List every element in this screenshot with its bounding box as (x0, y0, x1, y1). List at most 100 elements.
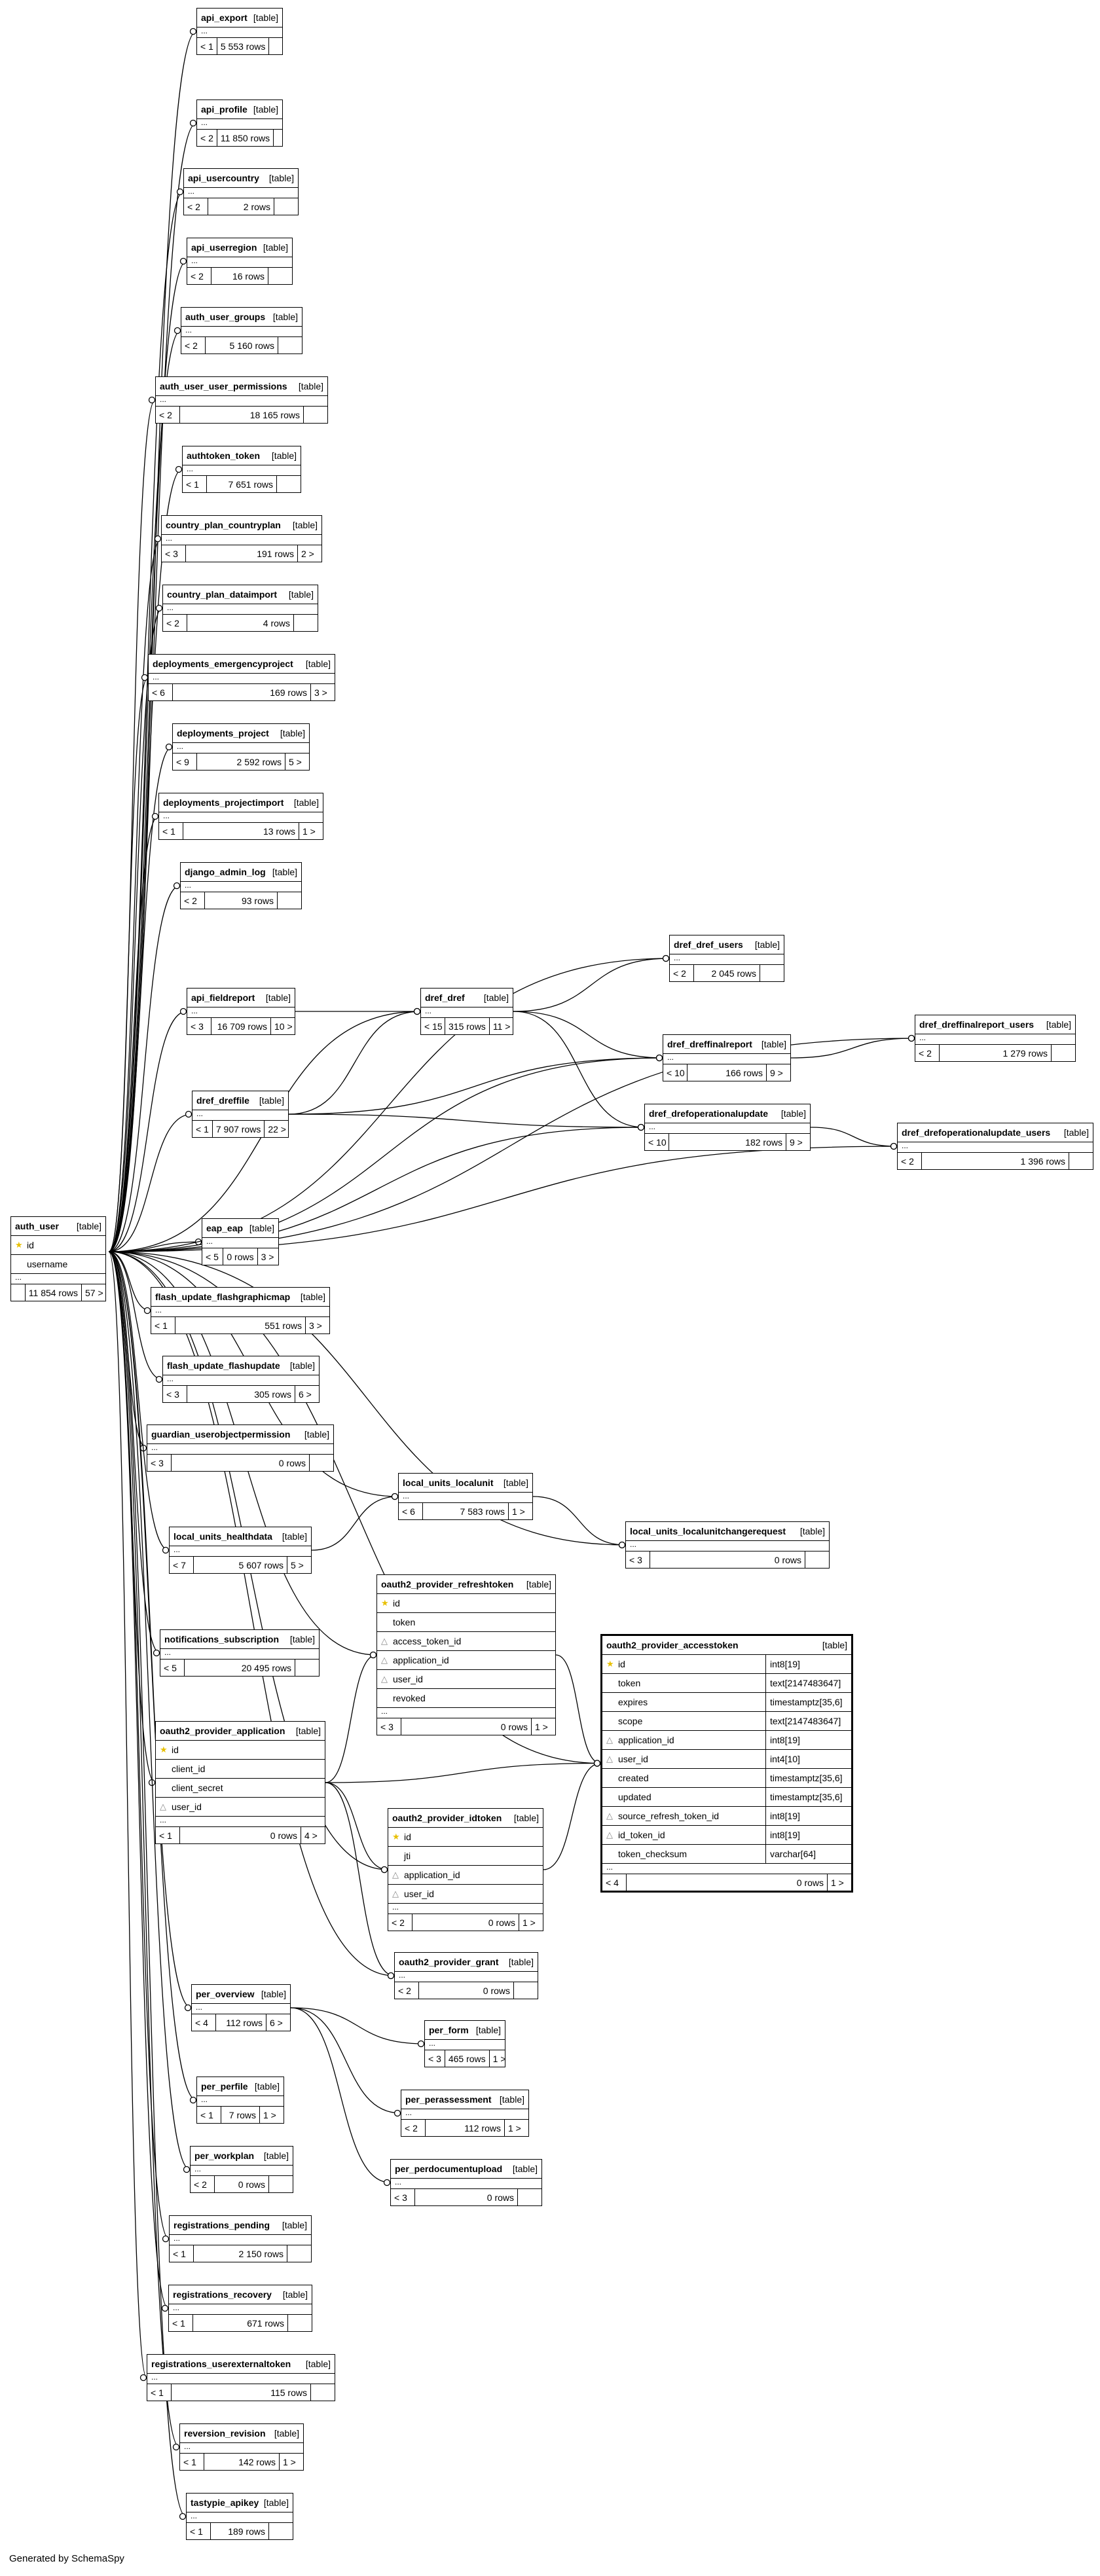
table-name: per_form (429, 2025, 469, 2035)
row-count: 169 rows (172, 684, 311, 700)
parents-count: < 1 (183, 2456, 196, 2467)
table-header: deployments_project[table] (173, 724, 309, 742)
table-name: dref_drefoperationalupdate (649, 1108, 769, 1119)
column-name: token (393, 1617, 416, 1627)
relationship-line (288, 1057, 663, 1115)
table-local-units-localunitchangerequest[interactable]: local_units_localunitchangerequest[table… (625, 1521, 830, 1569)
crowfoot-marker (383, 2179, 391, 2186)
table-name: api_fieldreport (191, 992, 255, 1003)
column-name: user_id (172, 1802, 202, 1812)
primary-key-icon: ★ (15, 1240, 23, 1250)
table-registrations-userexternaltoken[interactable]: registrations_userexternaltoken[table]..… (147, 2354, 335, 2401)
parents-count: < 6 (402, 1506, 415, 1517)
table-kind: [table] (249, 1223, 274, 1233)
row-count: 5 607 rows (193, 1557, 287, 1573)
table-ellipsis: ... (401, 2109, 528, 2119)
relationship-line (325, 1782, 395, 1976)
relationship-line (810, 1127, 898, 1147)
table-ellipsis: ... (159, 812, 323, 822)
table-kind: [table] (76, 1221, 101, 1231)
parents-count: < 1 (151, 2387, 164, 2398)
table-header: per_overview[table] (192, 1985, 290, 2003)
column-type: timestamptz[35,6] (765, 1769, 847, 1787)
row-count: 166 rows (687, 1064, 767, 1081)
table-kind: [table] (503, 1478, 528, 1488)
table-ellipsis: ... (187, 2512, 293, 2522)
table-dref-drefoperationalupdate-users[interactable]: dref_drefoperationalupdate_users[table].… (897, 1123, 1093, 1170)
row-count: 182 rows (669, 1134, 786, 1150)
column-name: expires (618, 1697, 648, 1707)
row-count: 5 160 rows (205, 337, 278, 354)
table-kind: [table] (261, 1989, 286, 1999)
table-column: △user_id (377, 1669, 555, 1688)
table-header: guardian_userobjectpermission[table] (147, 1425, 333, 1443)
children-count (295, 1660, 319, 1676)
foreign-key-icon: △ (606, 1754, 613, 1764)
column-name: client_secret (172, 1783, 223, 1793)
table-name: authtoken_token (187, 450, 261, 461)
crowfoot-marker (394, 2109, 401, 2117)
children-count (1069, 1153, 1093, 1169)
relationship-line (108, 1114, 192, 1252)
table-flash-update-flashgraphicmap[interactable]: flash_update_flashgraphicmap[table]...< … (151, 1287, 330, 1334)
table-guardian-userobjectpermission[interactable]: guardian_userobjectpermission[table]...<… (147, 1424, 334, 1472)
parents-count: < 3 (151, 1457, 164, 1468)
crowfoot-marker (174, 327, 181, 335)
table-deployments-emergencyproject[interactable]: deployments_emergencyproject[table]...< … (148, 654, 335, 701)
table-name: flash_update_flashupdate (167, 1360, 280, 1371)
table-dref-drefoperationalupdate[interactable]: dref_drefoperationalupdate[table]...< 10… (644, 1104, 811, 1151)
parents-count: < 2 (191, 270, 204, 281)
table-column: △application_id (377, 1650, 555, 1669)
table-ellipsis: ... (915, 1034, 1075, 1044)
table-ellipsis: ... (156, 1816, 325, 1826)
row-count: 191 rows (185, 545, 298, 562)
row-count: 671 rows (192, 2315, 288, 2331)
relationship-line (108, 1251, 170, 1551)
table-ellipsis: ... (898, 1142, 1093, 1152)
